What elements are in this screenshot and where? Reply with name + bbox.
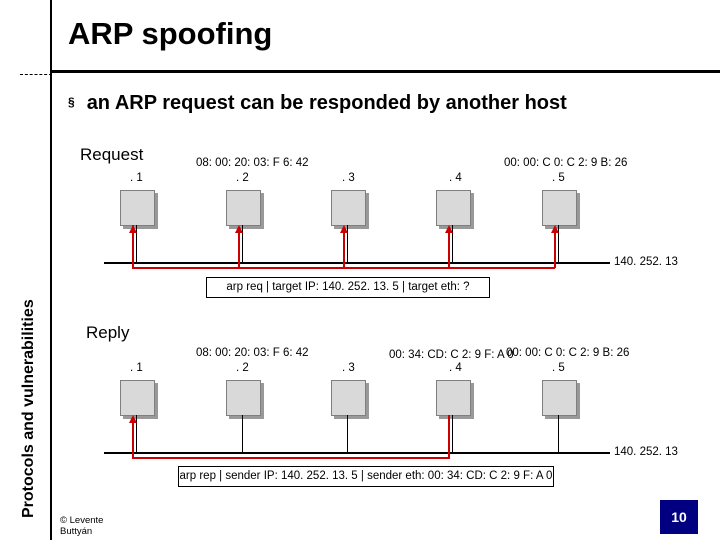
reply-network-label: 140. 252. 13	[614, 446, 678, 458]
bullet-icon: §	[68, 95, 75, 109]
request-host-5	[542, 190, 577, 226]
reply-drop-1	[136, 415, 137, 453]
request-drop-4	[452, 225, 453, 263]
request-network-label: 140. 252. 13	[614, 256, 678, 268]
reply-arrow-path	[129, 415, 450, 459]
request-host-2-mac: 08: 00: 20: 03: F 6: 42	[196, 157, 309, 169]
request-host-2-suffix: . 2	[236, 172, 249, 184]
reply-host-4-suffix: . 4	[449, 362, 462, 374]
bullet-text: an ARP request can be responded by anoth…	[86, 92, 567, 114]
left-stub	[20, 74, 52, 76]
reply-label: Reply	[86, 323, 130, 342]
reply-host-1-suffix: . 1	[130, 362, 143, 374]
reply-host-4	[436, 380, 471, 416]
request-drop-3	[347, 225, 348, 263]
reply-host-5	[542, 380, 577, 416]
reply-drop-3	[347, 415, 348, 453]
copyright-footer: © Levente Buttyán	[60, 515, 104, 537]
request-host-1	[120, 190, 155, 226]
title-rule	[52, 70, 720, 73]
reply-drop-4	[452, 415, 453, 453]
request-label: Request	[80, 145, 144, 164]
reply-host-3	[331, 380, 366, 416]
reply-drop-5	[558, 415, 559, 453]
slide-title: ARP spoofing	[68, 16, 273, 51]
request-host-2	[226, 190, 261, 226]
request-host-5-suffix: . 5	[552, 172, 565, 184]
request-host-3	[331, 190, 366, 226]
reply-host-2	[226, 380, 261, 416]
request-host-4	[436, 190, 471, 226]
reply-host-2-mac: 08: 00: 20: 03: F 6: 42	[196, 347, 309, 359]
left-rule	[50, 0, 52, 540]
reply-host-5-suffix: . 5	[552, 362, 565, 374]
request-host-5-mac: 00: 00: C 0: C 2: 9 B: 26	[504, 157, 628, 169]
reply-bus	[104, 452, 610, 454]
bullet-point: § an ARP request can be responded by anot…	[68, 92, 567, 115]
request-host-1-suffix: . 1	[130, 172, 143, 184]
request-drop-1	[136, 225, 137, 263]
request-host-4-suffix: . 4	[449, 172, 462, 184]
reply-drop-2	[242, 415, 243, 453]
reply-host-3-suffix: . 3	[342, 362, 355, 374]
request-drop-2	[242, 225, 243, 263]
reply-host-2-suffix: . 2	[236, 362, 249, 374]
reply-host-4-mac: 00: 34: CD: C 2: 9 F: A 0	[389, 349, 514, 361]
request-drop-5	[558, 225, 559, 263]
request-host-3-suffix: . 3	[342, 172, 355, 184]
request-bus	[104, 262, 610, 264]
reply-host-5-mac: 00: 00: C 0: C 2: 9 B: 26	[506, 347, 630, 359]
reply-frame: arp rep | sender IP: 140. 252. 13. 5 | s…	[178, 466, 554, 487]
reply-host-1	[120, 380, 155, 416]
request-frame: arp req | target IP: 140. 252. 13. 5 | t…	[206, 277, 490, 298]
page-number-badge: 10	[660, 500, 698, 534]
